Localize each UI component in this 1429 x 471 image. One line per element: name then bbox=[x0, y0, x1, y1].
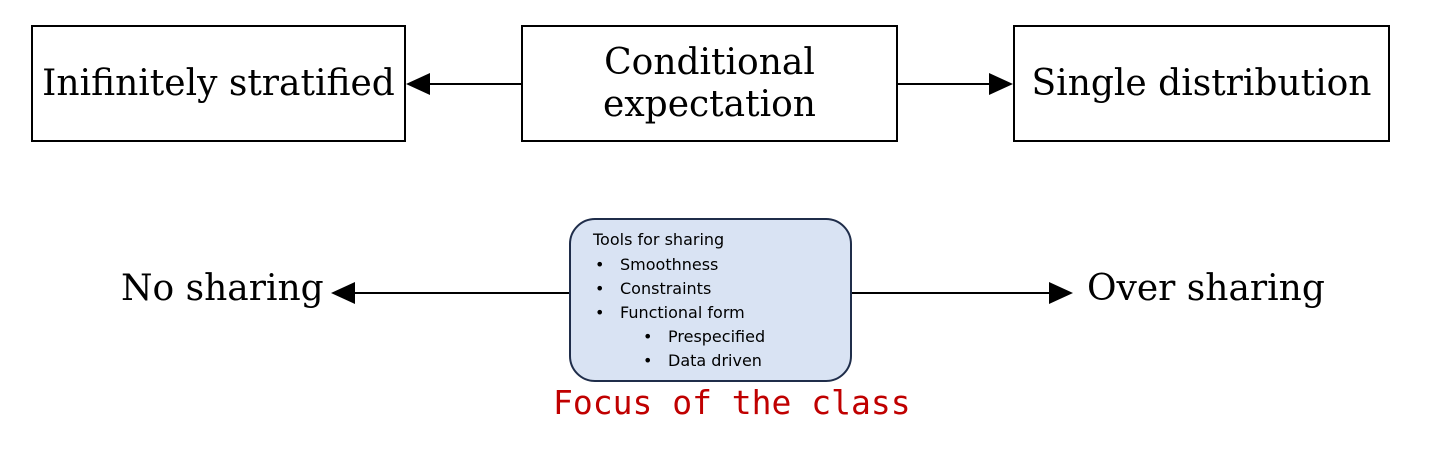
conditional-expectation-line2: expectation bbox=[603, 83, 816, 125]
arrowhead-right-bottom bbox=[1049, 282, 1073, 304]
tools-list: Smoothness Constraints Functional form bbox=[593, 253, 840, 325]
conditional-expectation-box: Conditional expectation bbox=[521, 25, 898, 142]
no-sharing-label: No sharing bbox=[121, 268, 324, 309]
tools-box-title: Tools for sharing bbox=[593, 230, 725, 249]
tools-list-item: Smoothness bbox=[593, 253, 840, 277]
infinitely-stratified-label: Inifinitely stratified bbox=[42, 62, 395, 104]
infinitely-stratified-box: Inifinitely stratified bbox=[31, 25, 406, 142]
tools-sublist-item: Data driven bbox=[641, 349, 840, 373]
over-sharing-label: Over sharing bbox=[1087, 268, 1325, 309]
tools-list-item: Functional form bbox=[593, 301, 840, 325]
tools-for-sharing-box: Tools for sharing Smoothness Constraints… bbox=[569, 218, 852, 382]
arrowhead-left-bottom bbox=[331, 282, 355, 304]
focus-of-class-label: Focus of the class bbox=[553, 383, 911, 422]
tools-sublist-item: Prespecified bbox=[641, 325, 840, 349]
conditional-expectation-line1: Conditional bbox=[604, 42, 815, 84]
single-distribution-label: Single distribution bbox=[1031, 62, 1372, 104]
arrowhead-right-top bbox=[989, 73, 1013, 95]
tools-list-item: Constraints bbox=[593, 277, 840, 301]
conditional-expectation-text: Conditional expectation bbox=[603, 42, 816, 125]
functional-form-sublist: Prespecified Data driven bbox=[593, 325, 840, 373]
arrowhead-left-top bbox=[406, 73, 430, 95]
single-distribution-box: Single distribution bbox=[1013, 25, 1390, 142]
